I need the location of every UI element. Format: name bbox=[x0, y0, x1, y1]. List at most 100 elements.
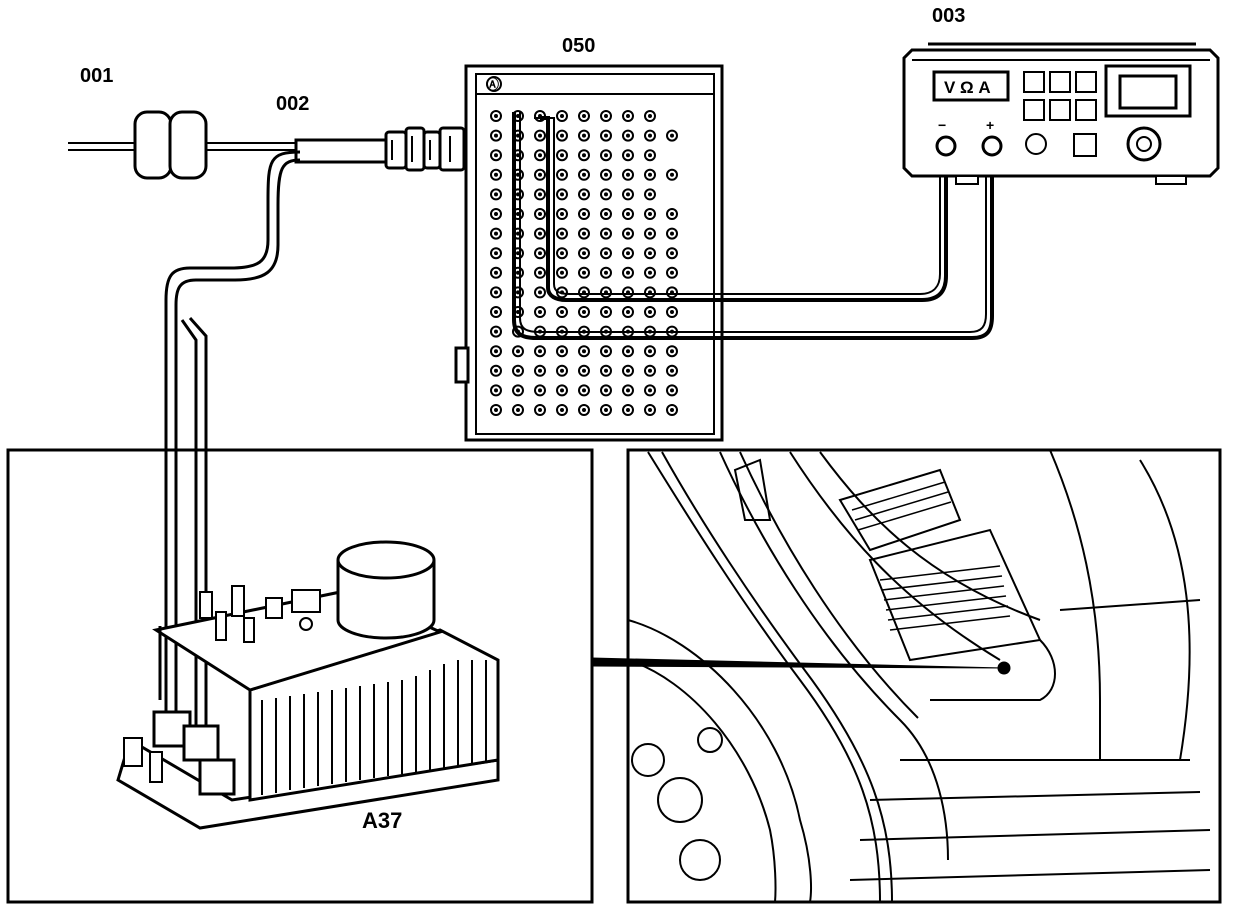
test-pin-center bbox=[670, 251, 674, 256]
sensor-001 bbox=[68, 110, 300, 180]
test-pin-center bbox=[538, 192, 542, 197]
test-pin-center bbox=[604, 388, 608, 393]
test-pin-center bbox=[538, 349, 542, 354]
test-pin-center bbox=[626, 153, 630, 158]
test-pin-center bbox=[494, 408, 498, 412]
label-002: 002 bbox=[276, 93, 309, 115]
test-pin-center bbox=[648, 114, 652, 118]
test-pin-center bbox=[626, 212, 630, 216]
test-pin-center bbox=[648, 153, 652, 158]
test-pin-center bbox=[494, 388, 498, 393]
test-pin-center bbox=[582, 172, 586, 177]
test-pin-center bbox=[494, 172, 498, 177]
test-pin-center bbox=[670, 231, 674, 236]
test-pin-center bbox=[516, 349, 520, 354]
mode-display bbox=[932, 70, 1010, 102]
test-pin-center bbox=[560, 388, 564, 393]
test-pin-center bbox=[670, 310, 674, 314]
test-pin-center bbox=[560, 133, 564, 138]
test-pin-center bbox=[582, 231, 586, 236]
test-pin-center bbox=[626, 114, 630, 118]
test-pin-center bbox=[494, 212, 498, 216]
test-pin-center bbox=[670, 368, 674, 373]
test-pin-center bbox=[670, 133, 674, 138]
test-pin-center bbox=[604, 172, 608, 177]
test-pin-center bbox=[648, 310, 652, 314]
test-pin-center bbox=[560, 408, 564, 412]
test-pin-center bbox=[582, 114, 586, 118]
test-pin-center bbox=[604, 251, 608, 256]
label-001: 001 bbox=[80, 65, 113, 87]
test-pin-center bbox=[560, 172, 564, 177]
plus-symbol: + bbox=[986, 117, 994, 133]
label-a37: A37 bbox=[362, 808, 402, 833]
test-pin-center bbox=[494, 270, 498, 275]
test-pin-center bbox=[538, 172, 542, 177]
test-pin-center bbox=[560, 270, 564, 275]
test-pin-center bbox=[670, 270, 674, 275]
test-pin-center bbox=[516, 368, 520, 373]
inset-a37 bbox=[6, 448, 594, 904]
test-pin-center bbox=[604, 231, 608, 236]
test-pin-center bbox=[582, 133, 586, 138]
test-pin-center bbox=[494, 349, 498, 354]
test-pin-center bbox=[582, 368, 586, 373]
minus-jack bbox=[935, 135, 957, 157]
test-pin-center bbox=[516, 388, 520, 393]
test-pin-center bbox=[582, 212, 586, 216]
test-pin-center bbox=[560, 114, 564, 118]
test-pin-center bbox=[494, 310, 498, 314]
test-pin-center bbox=[560, 349, 564, 354]
test-pin-center bbox=[648, 212, 652, 216]
test-pin-center bbox=[648, 172, 652, 177]
test-pin-center bbox=[560, 368, 564, 373]
test-pin-center bbox=[538, 251, 542, 256]
test-pin-center bbox=[494, 133, 498, 138]
test-pin-center bbox=[494, 368, 498, 373]
test-pin-center bbox=[582, 388, 586, 393]
minus-symbol: − bbox=[938, 117, 946, 133]
test-pin-center bbox=[648, 251, 652, 256]
test-pin-center bbox=[494, 329, 498, 334]
test-pin-center bbox=[516, 408, 520, 412]
test-pin-center bbox=[648, 192, 652, 197]
test-pin-center bbox=[670, 172, 674, 177]
test-pin-center bbox=[648, 133, 652, 138]
test-pin-center bbox=[538, 231, 542, 236]
test-pin-center bbox=[604, 153, 608, 158]
test-pin-center bbox=[560, 310, 564, 314]
test-pin-center bbox=[626, 172, 630, 177]
test-pin-center bbox=[626, 368, 630, 373]
test-pin-center bbox=[538, 133, 542, 138]
test-pin-center bbox=[604, 349, 608, 354]
test-pin-center bbox=[626, 388, 630, 393]
test-pin-center bbox=[626, 231, 630, 236]
test-pin-center bbox=[538, 388, 542, 393]
test-pin-center bbox=[560, 231, 564, 236]
test-pin-center bbox=[626, 310, 630, 314]
test-pin-center bbox=[604, 133, 608, 138]
inset-vehicle-location bbox=[591, 448, 1222, 904]
cable-002 bbox=[164, 126, 466, 730]
multimeter-003 bbox=[902, 42, 1220, 185]
test-pin-center bbox=[538, 310, 542, 314]
test-pin-center bbox=[626, 270, 630, 275]
test-pin-center bbox=[494, 153, 498, 158]
test-pin-center bbox=[494, 231, 498, 236]
test-pin-center bbox=[494, 251, 498, 256]
test-pin-center bbox=[494, 192, 498, 197]
test-pin-center bbox=[538, 270, 542, 275]
breakout-header-symbol: Ⓐ bbox=[486, 77, 499, 92]
test-pin-center bbox=[538, 408, 542, 412]
test-pin-center bbox=[582, 310, 586, 314]
test-pin-center bbox=[582, 251, 586, 256]
test-pin-center bbox=[494, 114, 498, 118]
breakout-box-050 bbox=[454, 64, 994, 442]
test-pin-center bbox=[560, 251, 564, 256]
test-pin-center bbox=[560, 153, 564, 158]
plus-jack bbox=[981, 135, 1003, 157]
test-pin-center bbox=[538, 368, 542, 373]
test-pin-center bbox=[604, 270, 608, 275]
test-pin-center bbox=[604, 114, 608, 118]
test-pin-center bbox=[604, 368, 608, 373]
